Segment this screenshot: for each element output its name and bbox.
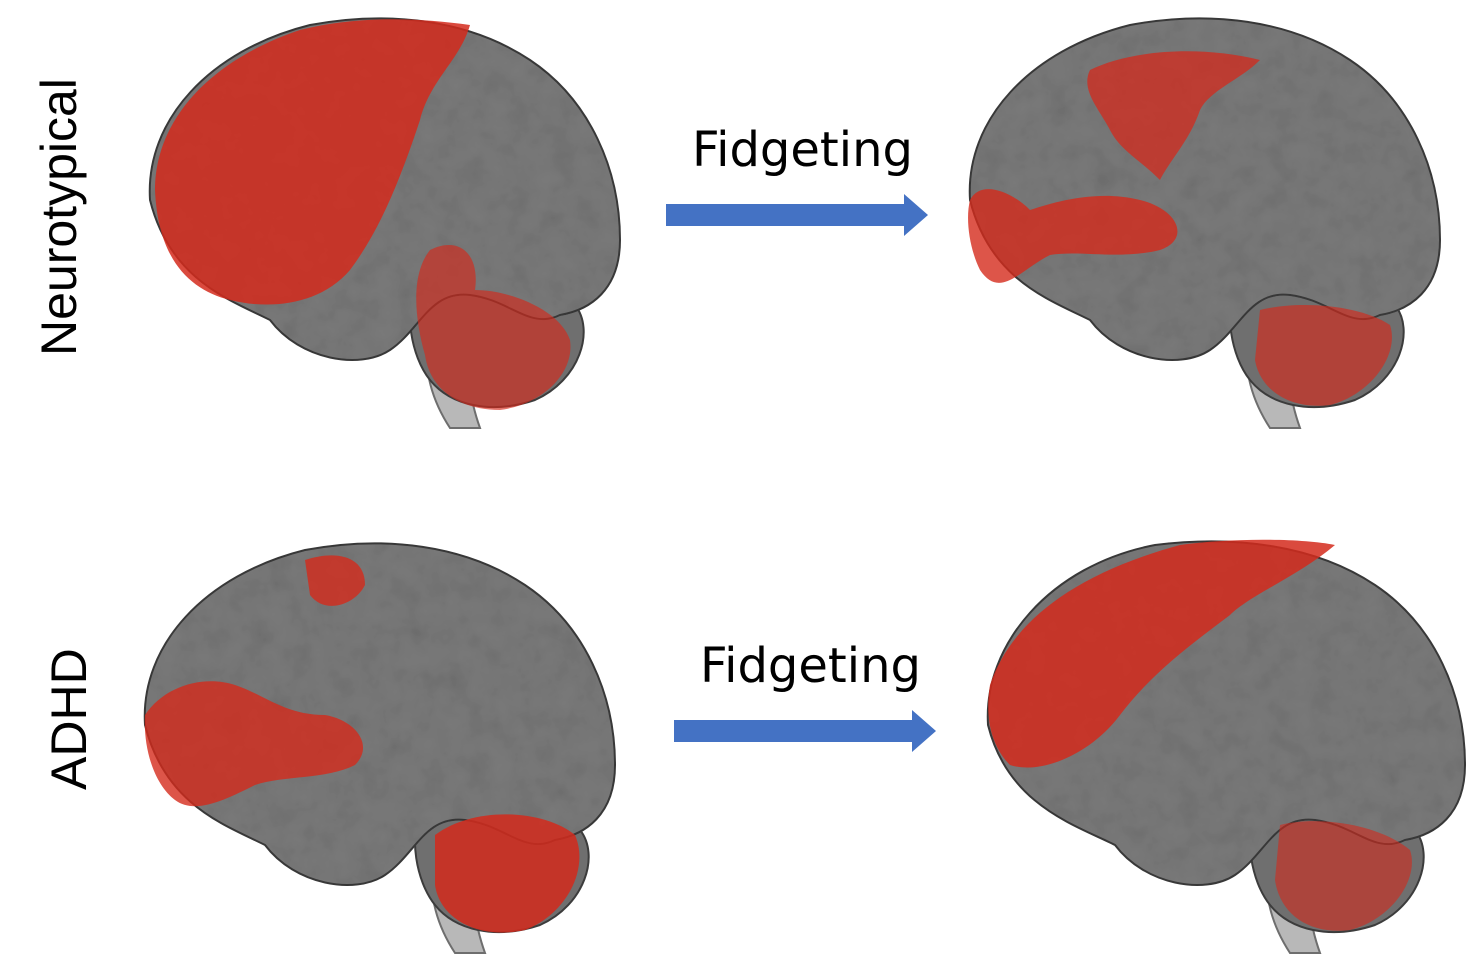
arrow-neurotypical [666,194,928,236]
brain-adhd-after [986,539,1467,954]
activation-frontal [155,19,470,305]
arrow-caption-adhd: Fidgeting [700,638,921,694]
arrow-adhd [674,710,936,752]
brain-adhd-before [143,542,617,954]
brain-neurotypical-before [148,17,622,429]
brain-neurotypical-after [968,17,1442,429]
activation-temporal [416,244,571,410]
arrow-caption-neurotypical: Fidgeting [692,122,913,178]
